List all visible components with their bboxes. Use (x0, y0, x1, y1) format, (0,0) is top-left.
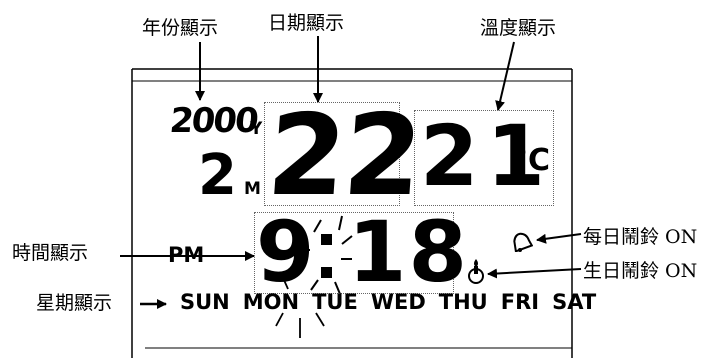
weekday-fri: FRI (500, 290, 540, 314)
year-display-label: 年份顯示 (142, 17, 219, 39)
temperature-digit-box (414, 110, 554, 206)
time-digit-box (254, 212, 454, 294)
weekday-display-label: 星期顯示 (36, 292, 113, 314)
time-hour: 9 (256, 203, 315, 301)
year-value: 2000 (167, 101, 259, 141)
temperature-display-label: 溫度顯示 (480, 17, 557, 39)
time-colon (321, 234, 332, 280)
temperature-value: 21 (420, 107, 553, 205)
weekday-sat: SAT (552, 290, 597, 314)
month-value: 2 (198, 143, 237, 208)
time-display-label: 時間顯示 (12, 242, 89, 264)
month-unit: M (244, 179, 261, 199)
birthday-alarm-label: 生日鬧鈴 ON (583, 260, 698, 282)
weekday-sun: SUN (180, 290, 230, 314)
day-unit: D (378, 178, 393, 198)
weekday-tue: TUE (312, 290, 358, 314)
date-display-label: 日期顯示 (268, 12, 345, 34)
bell-icon (513, 232, 533, 252)
temperature-arrow (495, 41, 515, 111)
year-unit: Y (250, 119, 263, 139)
daily-alarm-arrow (536, 233, 582, 244)
temperature-unit: °C (513, 143, 551, 178)
colon-blink-rays (298, 215, 353, 295)
day-value: 22 (263, 91, 425, 221)
ampm-indicator: PM (168, 243, 205, 267)
date-digit-box (264, 102, 400, 206)
time-minute: 18 (348, 203, 469, 301)
birthday-cake-icon (468, 259, 484, 284)
weekday-wed: WED (370, 290, 426, 314)
weekday-blink-rays (275, 279, 325, 338)
weekday-mon: MON (242, 290, 300, 314)
birthday-alarm-arrow (487, 268, 582, 279)
weekday-thu: THU (438, 290, 488, 314)
weekday-row: SUN MON TUE WED THU FRI SAT (180, 292, 596, 313)
daily-alarm-label: 每日鬧鈴 ON (583, 226, 698, 248)
